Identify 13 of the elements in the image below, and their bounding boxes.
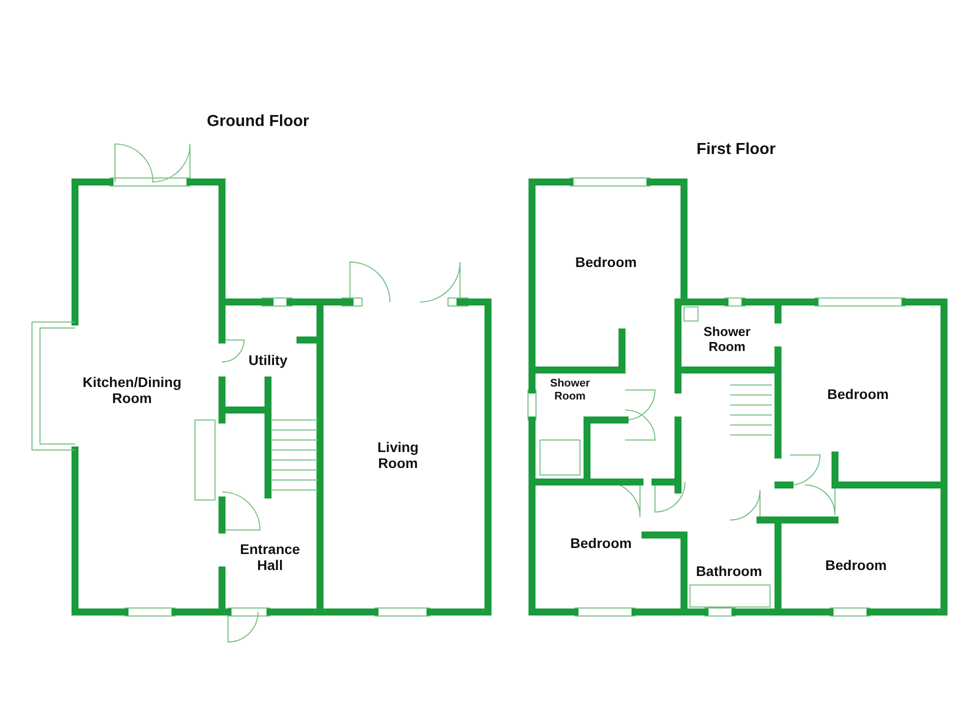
floor-title: Ground Floor: [206, 112, 310, 132]
room-label: Entrance Hall: [239, 540, 301, 574]
room-label: Shower Room: [702, 325, 752, 355]
room-label: Kitchen/Dining Room: [82, 374, 182, 406]
room-label: Utility: [248, 352, 288, 368]
room-label: Bedroom: [569, 534, 633, 552]
room-label: Living Room: [376, 438, 420, 472]
room-label: Bedroom: [574, 254, 638, 270]
room-label: Bathroom: [694, 562, 764, 580]
room-label: Bedroom: [824, 556, 888, 574]
room-label: Bedroom: [826, 386, 890, 402]
floor-title: First Floor: [695, 140, 777, 160]
room-label: Shower Room: [549, 377, 591, 403]
